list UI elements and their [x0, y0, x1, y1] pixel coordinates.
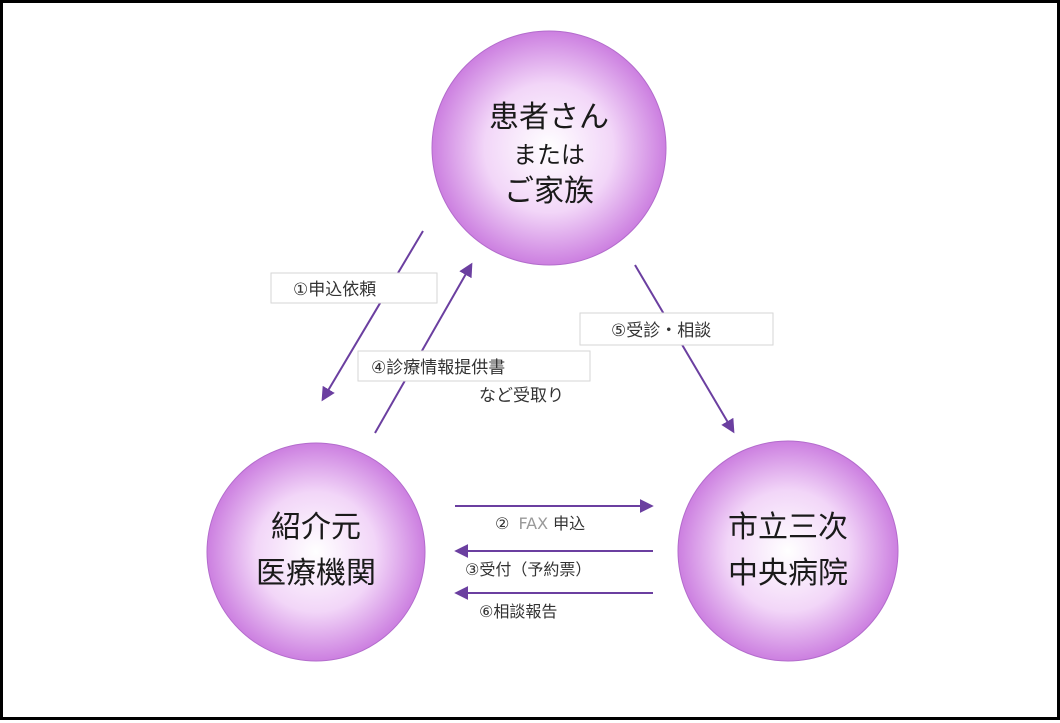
label-step2-number: ②: [495, 514, 509, 533]
label-step5-text: ⑤受診・相談: [611, 321, 711, 341]
referrer-label-line1: 紹介元: [271, 510, 361, 545]
node-referrer: 紹介元 医療機関: [206, 442, 426, 662]
label-step1: ①申込依頼: [270, 272, 438, 304]
referrer-label-line2: 医療機関: [256, 556, 376, 591]
arrow-step5: [634, 264, 735, 434]
label-step1-box: [270, 272, 438, 304]
patient-circle: [431, 30, 667, 266]
label-step4-text-line1: ④診療情報提供書: [371, 358, 505, 378]
patient-label-line1: 患者さん: [489, 100, 609, 135]
node-hospital: 市立三次 中央病院: [677, 440, 899, 662]
arrow-step4: [374, 262, 473, 434]
hospital-circle: [677, 440, 899, 662]
label-step2-text: ② FAX 申込: [495, 514, 585, 533]
referral-flow-diagram: 患者さん または ご家族 紹介元 医療機関 市立三次 中央病院 ①申込依頼: [206, 30, 899, 662]
node-patient: 患者さん または ご家族: [431, 30, 667, 266]
arrow-step1: [321, 230, 424, 402]
label-step6-text: ⑥相談報告: [479, 602, 557, 621]
label-step3-text: ③受付（予約票）: [465, 560, 591, 579]
patient-label-line2: または: [513, 141, 585, 169]
hospital-label-line1: 市立三次: [728, 510, 848, 545]
label-step2: ② FAX 申込: [495, 514, 585, 533]
patient-label-line3: ご家族: [504, 174, 594, 209]
label-step1-text: ①申込依頼: [293, 280, 376, 300]
referrer-circle: [206, 442, 426, 662]
label-step5: ⑤受診・相談: [579, 312, 774, 346]
label-step5-box: [579, 312, 774, 346]
label-step4-box: [357, 350, 591, 382]
hospital-label-line2: 中央病院: [728, 556, 848, 591]
label-step2-fax: FAX: [518, 514, 548, 533]
label-step4-text-line2: など受取り: [479, 386, 564, 406]
label-step2-label: 申込: [553, 514, 585, 533]
label-step4: ④診療情報提供書 など受取り: [357, 350, 591, 406]
